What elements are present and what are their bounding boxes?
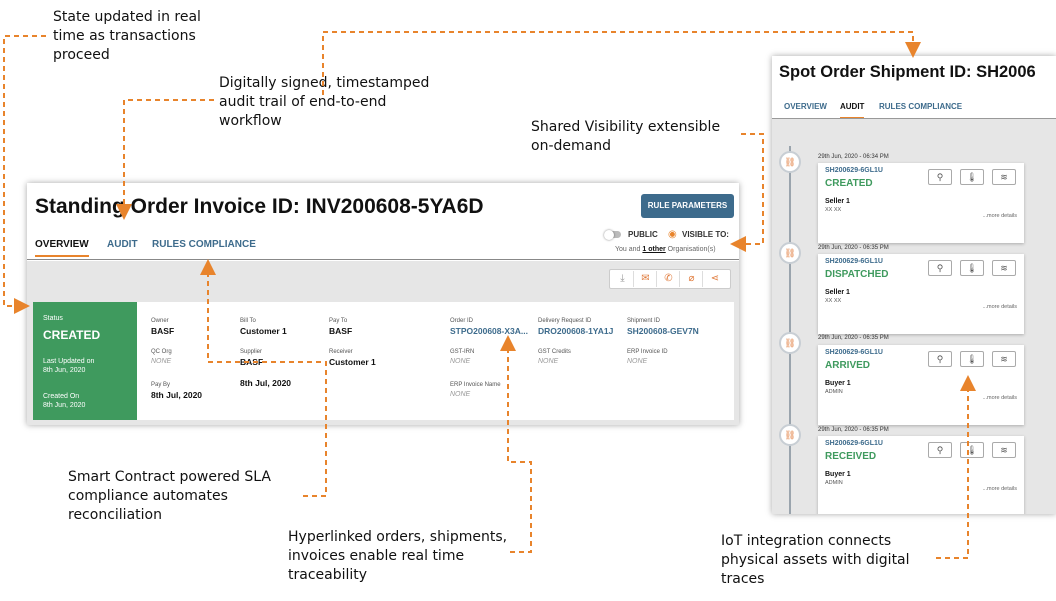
more-details-link[interactable]: ...more details: [982, 213, 1017, 219]
more-details-link[interactable]: ...more details: [982, 304, 1017, 310]
event-status: RECEIVED: [825, 451, 877, 462]
event-shipment-link[interactable]: SH200629-6GL1U: [825, 167, 883, 174]
status-value: CREATED: [43, 328, 101, 342]
other-organisations-link[interactable]: 1 other: [642, 246, 666, 253]
callout-shared-visibility: Shared Visibility extensible on-demand: [531, 119, 721, 154]
invoice-panel: Standing Order Invoice ID: INV200608-5YA…: [27, 183, 739, 425]
event-timestamp: 29th Jun, 2020 - 06:35 PM: [818, 335, 889, 341]
thermometer-icon[interactable]: 🌡: [960, 351, 984, 367]
tab-rules-compliance[interactable]: RULES COMPLIANCE: [152, 239, 256, 250]
tabs-divider: [27, 259, 739, 260]
tab-overview[interactable]: OVERVIEW: [35, 239, 89, 257]
event-status: ARRIVED: [825, 360, 871, 371]
event-status: DISPATCHED: [825, 269, 889, 280]
event-timestamp: 29th Jun, 2020 - 06:35 PM: [818, 245, 889, 251]
humidity-icon[interactable]: ≋: [992, 442, 1016, 458]
tab-overview[interactable]: OVERVIEW: [784, 102, 827, 111]
order-id-link[interactable]: STPO200608-X3A...: [450, 326, 528, 336]
more-details-link[interactable]: ...more details: [982, 486, 1017, 492]
arrow-visibility: [730, 133, 764, 252]
whatsapp-icon[interactable]: ✆: [658, 271, 680, 287]
timeline-node-icon: ⛓: [779, 151, 801, 173]
tab-rules-compliance[interactable]: RULES COMPLIANCE: [879, 102, 963, 111]
invoice-content-area: ⤓ ✉ ✆ ⌀ ⋖ Status CREATED Last Updated on…: [27, 261, 739, 425]
timeline-node-icon: ⛓: [779, 332, 801, 354]
shipment-id-link[interactable]: SH200608-GEV7N: [627, 326, 699, 336]
event-timestamp: 29th Jun, 2020 - 06:34 PM: [818, 154, 889, 160]
audit-event-card: SH200629-6GL1U CREATED Seller 1 XX XX ..…: [818, 163, 1024, 243]
eye-icon: ◉: [668, 229, 677, 240]
invoice-title: Standing Order Invoice ID: INV200608-5YA…: [35, 195, 484, 218]
action-toolbar: ⤓ ✉ ✆ ⌀ ⋖: [609, 269, 731, 289]
humidity-icon[interactable]: ≋: [992, 169, 1016, 185]
attachment-icon[interactable]: ⌀: [681, 271, 703, 287]
organisation-line: You and 1 other Organisation(s): [615, 246, 716, 253]
audit-event-card: SH200629-6GL1U DISPATCHED Seller 1 XX XX…: [818, 254, 1024, 334]
field-supplier-date: 8th Jul, 2020: [240, 378, 292, 388]
public-toggle[interactable]: [604, 229, 621, 240]
timeline-node-icon: ⛓: [779, 424, 801, 446]
location-pin-icon[interactable]: ⚲: [928, 169, 952, 185]
humidity-icon[interactable]: ≋: [992, 260, 1016, 276]
public-label: PUBLIC: [628, 230, 658, 239]
shipment-panel: Spot Order Shipment ID: SH2006 OVERVIEW …: [772, 56, 1056, 514]
rule-parameters-button[interactable]: RULE PARAMETERS: [641, 194, 734, 218]
status-badge: Status CREATED Last Updated on 8th Jun, …: [33, 302, 137, 420]
tabs-divider: [772, 118, 1056, 119]
thermometer-icon[interactable]: 🌡: [960, 442, 984, 458]
audit-event-card: SH200629-6GL1U RECEIVED Buyer 1 ADMIN ..…: [818, 436, 1024, 514]
delivery-request-link[interactable]: DRO200608-1YA1J: [538, 326, 614, 336]
timeline-node-icon: ⛓: [779, 242, 801, 264]
event-timestamp: 29th Jun, 2020 - 06:35 PM: [818, 427, 889, 433]
shipment-title: Spot Order Shipment ID: SH2006: [779, 63, 1036, 81]
callout-iot: IoT integration connects physical assets…: [721, 533, 910, 587]
thermometer-icon[interactable]: 🌡: [960, 169, 984, 185]
event-shipment-link[interactable]: SH200629-6GL1U: [825, 258, 883, 265]
callout-state-updated: State updated in real time as transactio…: [53, 9, 201, 63]
callout-audit-trail: Digitally signed, timestamped audit trai…: [219, 75, 430, 129]
timeline-line: [789, 146, 791, 514]
email-icon[interactable]: ✉: [635, 271, 657, 287]
more-details-link[interactable]: ...more details: [982, 395, 1017, 401]
audit-event-card: SH200629-6GL1U ARRIVED Buyer 1 ADMIN ...…: [818, 345, 1024, 425]
visible-to-label: VISIBLE TO:: [682, 230, 729, 239]
tab-audit[interactable]: AUDIT: [840, 102, 865, 119]
event-shipment-link[interactable]: SH200629-6GL1U: [825, 349, 883, 356]
tab-audit[interactable]: AUDIT: [107, 239, 138, 250]
location-pin-icon[interactable]: ⚲: [928, 442, 952, 458]
download-icon[interactable]: ⤓: [612, 271, 634, 287]
callout-smart-contract: Smart Contract powered SLA compliance au…: [68, 469, 271, 523]
event-shipment-link[interactable]: SH200629-6GL1U: [825, 440, 883, 447]
callout-hyperlinked: Hyperlinked orders, shipments, invoices …: [288, 529, 508, 583]
share-icon[interactable]: ⋖: [710, 273, 720, 284]
thermometer-icon[interactable]: 🌡: [960, 260, 984, 276]
location-pin-icon[interactable]: ⚲: [928, 260, 952, 276]
event-status: CREATED: [825, 178, 873, 189]
humidity-icon[interactable]: ≋: [992, 351, 1016, 367]
invoice-details-card: Status CREATED Last Updated on 8th Jun, …: [33, 302, 734, 420]
location-pin-icon[interactable]: ⚲: [928, 351, 952, 367]
visibility-controls: PUBLIC ◉ VISIBLE TO:: [604, 229, 737, 242]
